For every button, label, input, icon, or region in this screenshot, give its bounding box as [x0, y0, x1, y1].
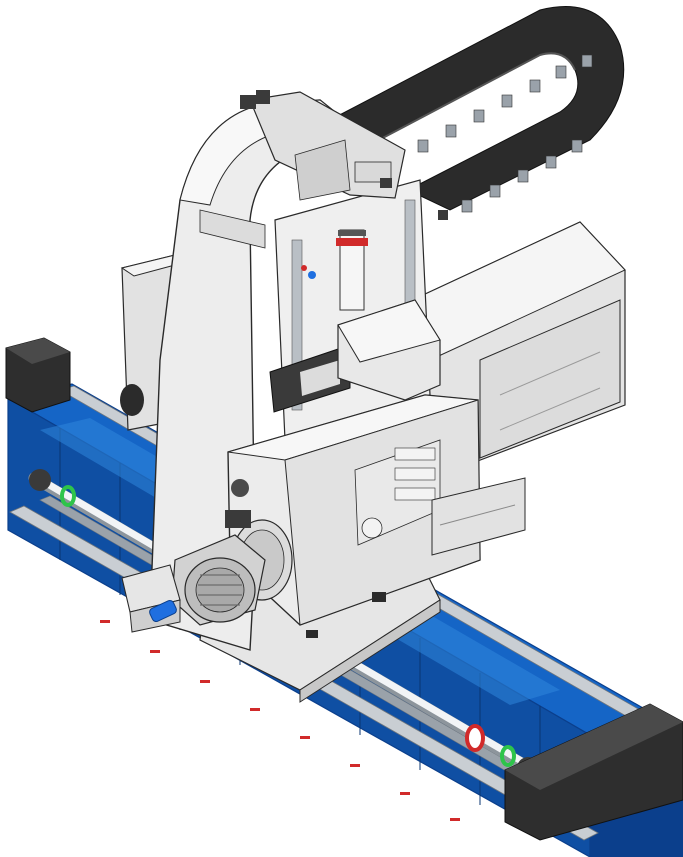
top-connectors: [240, 90, 448, 220]
main-column: [149, 91, 406, 651]
ram-side-panel: [479, 299, 621, 459]
green-ring-left: [60, 485, 76, 507]
screw-bearing-left: [29, 469, 51, 491]
top-cover-box: [337, 299, 441, 401]
red-nut: [465, 724, 485, 752]
end-blocks: [5, 337, 683, 841]
spindle-head: [227, 394, 526, 626]
cable-chain: [329, 6, 625, 213]
blue-coupling: [149, 599, 177, 623]
green-ring-right: [500, 745, 516, 767]
drive-motor: [121, 510, 386, 638]
motor-fins: [198, 574, 242, 606]
bed-red-tags: [100, 620, 460, 821]
chain-brackets: [417, 54, 593, 213]
